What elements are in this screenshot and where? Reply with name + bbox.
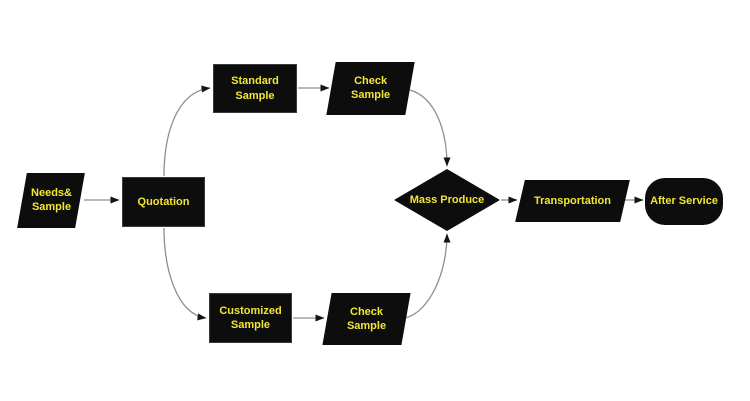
node-check-sample-top: Check Sample	[326, 62, 415, 115]
node-after-service-label: After Service	[650, 195, 718, 208]
node-quotation: Quotation	[122, 177, 205, 227]
edge-quotation-to-standard	[163, 85, 211, 177]
node-check-sample-top-label: Check Sample	[350, 75, 391, 102]
node-customized-sample: Customized Sample	[209, 293, 292, 343]
node-check-sample-bottom: Check Sample	[322, 293, 411, 345]
edge-checkbottom-to-diamond	[404, 233, 451, 319]
node-transportation-label: Transportation	[533, 194, 612, 207]
edge-checktop-to-diamond	[409, 89, 451, 167]
node-needs-sample: Needs& Sample	[17, 173, 85, 228]
node-mass-produce-label: Mass Produce	[409, 193, 485, 206]
node-standard-sample: Standard Sample	[213, 64, 297, 113]
node-needs-sample-label: Needs& Sample	[30, 187, 72, 214]
node-mass-produce: Mass Produce	[394, 169, 500, 231]
node-after-service: After Service	[645, 178, 723, 225]
node-customized-sample-label: Customized Sample	[219, 304, 282, 331]
node-standard-sample-label: Standard Sample	[231, 75, 279, 102]
node-check-sample-bottom-label: Check Sample	[346, 305, 387, 332]
node-transportation: Transportation	[515, 180, 630, 222]
node-quotation-label: Quotation	[137, 195, 190, 208]
edge-quotation-to-customized	[163, 227, 207, 321]
